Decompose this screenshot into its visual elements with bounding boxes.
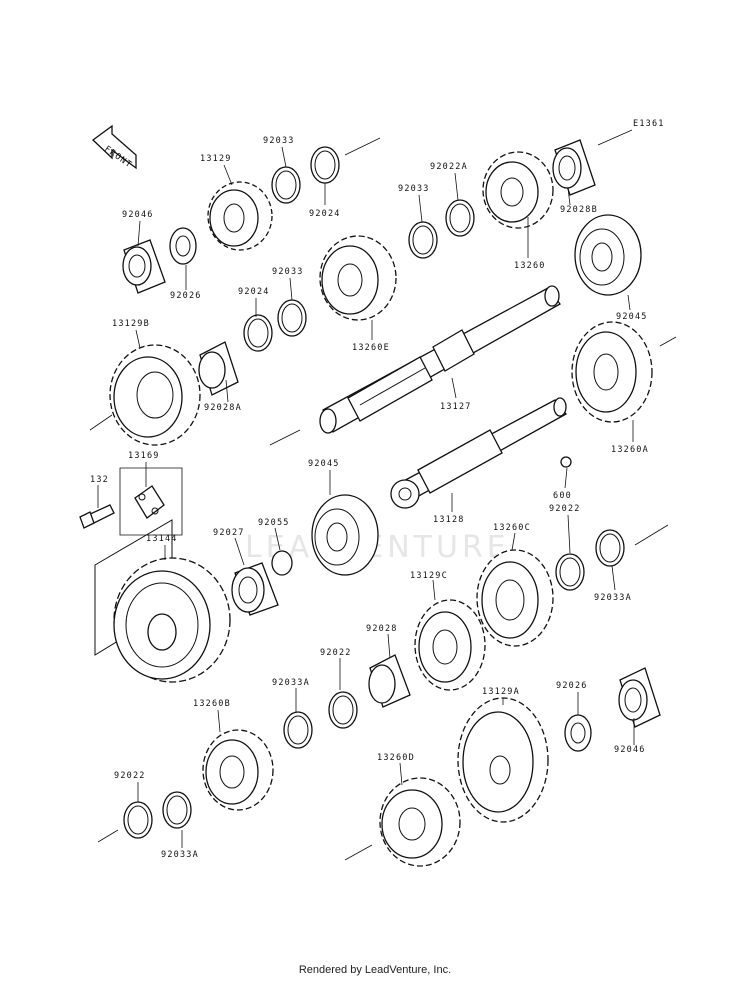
label-132: 132 [90, 475, 109, 485]
label-92022-low: 92022 [114, 771, 146, 781]
washer-92022-right [555, 553, 585, 591]
gear-13260E [319, 235, 397, 321]
o-ring-92055 [271, 550, 293, 576]
label-92028: 92028 [366, 624, 398, 634]
circlip-92033-top [271, 166, 301, 204]
label-13260: 13260 [514, 261, 546, 271]
washer-92026-top [169, 227, 197, 265]
label-92033A-right: 92033A [594, 593, 632, 603]
washer-92022A [445, 199, 475, 237]
label-13127: 13127 [440, 402, 472, 412]
circlip-92033-mid [408, 221, 438, 259]
part-labels: 13129 92033 92046 92026 92024 92022A 920… [90, 136, 649, 860]
circlip-92033A-right [595, 529, 625, 567]
label-13144: 13144 [146, 534, 178, 544]
collar-92046-top [122, 239, 166, 294]
washer-92022-mid [328, 691, 358, 729]
front-arrow-icon: FRONT [91, 124, 137, 171]
label-13169: 13169 [128, 451, 160, 461]
label-13260B: 13260B [193, 699, 231, 709]
drive-shaft-13128 [390, 397, 572, 509]
gear-13129C [414, 599, 486, 691]
label-92033-left: 92033 [272, 267, 304, 277]
label-92027: 92027 [213, 528, 245, 538]
gear-13260D [379, 777, 461, 867]
bolt-132 [79, 504, 115, 529]
collar-92027 [231, 562, 279, 616]
gear-13260A [571, 321, 653, 423]
label-92033A-low: 92033A [161, 850, 199, 860]
label-600: 600 [553, 491, 572, 501]
label-92026-top: 92026 [170, 291, 202, 301]
gear-13129A [457, 697, 549, 823]
label-13260E: 13260E [352, 343, 390, 353]
label-13260A: 13260A [611, 445, 649, 455]
label-92022A: 92022A [430, 162, 468, 172]
label-92024-mid: 92024 [238, 287, 270, 297]
label-92045-mid: 92045 [308, 459, 340, 469]
collar-92028B [552, 139, 596, 196]
label-13260D: 13260D [377, 753, 415, 763]
circlip-92033A-mid [283, 711, 313, 749]
label-92033-top: 92033 [263, 136, 295, 146]
label-13129B: 13129B [112, 319, 150, 329]
label-13128: 13128 [433, 515, 465, 525]
label-92028B: 92028B [560, 205, 598, 215]
label-92046-top: 92046 [122, 210, 154, 220]
label-92028A: 92028A [204, 403, 242, 413]
label-92046-low: 92046 [614, 745, 646, 755]
label-92022-right: 92022 [549, 504, 581, 514]
sprocket-13144 [94, 519, 231, 683]
label-92026-low: 92026 [556, 681, 588, 691]
collar-92046-low [618, 667, 661, 728]
gear-13129 [207, 181, 273, 251]
gear-13260B [202, 729, 274, 811]
label-92024-top: 92024 [309, 209, 341, 219]
circlip-92033A-low [162, 791, 192, 829]
label-92022-mid: 92022 [320, 648, 352, 658]
washer-92024-mid [243, 314, 273, 352]
gear-13260 [482, 151, 554, 229]
label-92045-right: 92045 [616, 312, 648, 322]
label-13129A: 13129A [482, 687, 520, 697]
main-shaft-13127 [319, 285, 561, 434]
label-92033-mid: 92033 [398, 184, 430, 194]
footer-credit: Rendered by LeadVenture, Inc. [298, 964, 452, 976]
washer-92026-low [564, 714, 592, 752]
washer-92024-top [310, 146, 340, 184]
bushing-92028 [368, 654, 411, 708]
bearing-92045-right [574, 214, 642, 296]
label-13129: 13129 [200, 154, 232, 164]
circlip-92033-left [277, 299, 307, 337]
bushing-92028A [198, 341, 239, 396]
gear-13129B [109, 344, 201, 446]
bearing-92045-mid [311, 494, 379, 576]
label-13260C: 13260C [493, 523, 531, 533]
label-92033A-mid: 92033A [272, 678, 310, 688]
washer-92022-low [123, 801, 153, 839]
plate-13169 [119, 467, 183, 536]
label-92055: 92055 [258, 518, 290, 528]
label-13129C: 13129C [410, 571, 448, 581]
drawing-code: E1361 [633, 119, 665, 129]
gear-13260C [476, 549, 554, 647]
